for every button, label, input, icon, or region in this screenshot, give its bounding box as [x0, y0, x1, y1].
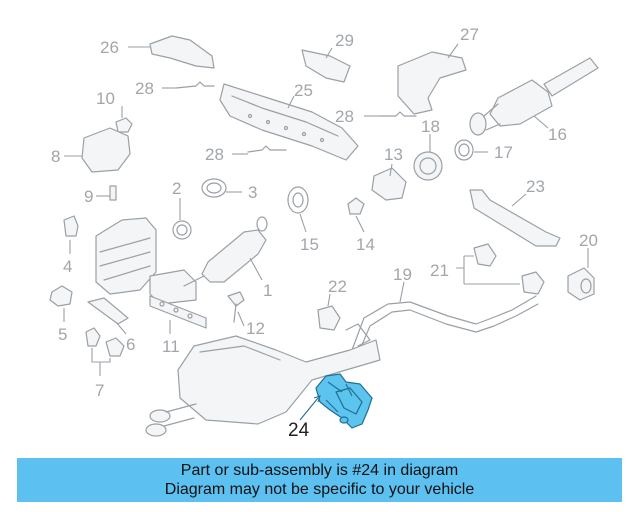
part-28-bracket-middle: 28	[335, 107, 417, 126]
label-18: 18	[421, 117, 440, 136]
part-28-bracket-top: 28	[135, 79, 215, 98]
label-8: 8	[51, 147, 60, 166]
label-17: 17	[494, 143, 513, 162]
label-22: 22	[328, 277, 347, 296]
part-8-sensor-housing: 8	[51, 127, 131, 173]
label-21: 21	[430, 261, 449, 280]
part-6-gasket: 6	[87, 297, 135, 354]
part-2-gasket: 2	[172, 179, 192, 240]
label-28-middle: 28	[335, 107, 354, 126]
label-6: 6	[126, 335, 135, 354]
label-13: 13	[384, 145, 403, 164]
part-4-mount: 4	[63, 215, 79, 276]
banner-line-1: Part or sub-assembly is #24 in diagram	[180, 462, 459, 479]
part-13-clamp: 13	[371, 145, 407, 201]
label-26: 26	[100, 38, 119, 57]
label-28-top: 28	[135, 79, 154, 98]
label-15: 15	[300, 235, 319, 254]
label-20: 20	[579, 231, 598, 250]
label-12: 12	[246, 319, 265, 338]
part-29-heat-shield: 29	[301, 31, 354, 83]
label-24: 24	[288, 420, 310, 441]
part-18-clamp: 18	[413, 117, 443, 181]
label-4: 4	[63, 257, 72, 276]
label-27: 27	[460, 25, 479, 44]
part-10-nut: 10	[96, 89, 133, 133]
label-11: 11	[162, 337, 180, 356]
part-21-mounts: 21	[430, 243, 545, 295]
part-14-nut: 14	[347, 197, 375, 254]
label-29: 29	[335, 31, 354, 50]
info-banner: Part or sub-assembly is #24 in diagram D…	[17, 458, 622, 502]
part-17-gasket: 17	[454, 139, 513, 162]
label-23: 23	[526, 177, 545, 196]
label-7: 7	[95, 381, 104, 400]
label-3: 3	[248, 183, 257, 202]
label-1: 1	[263, 281, 272, 300]
part-25-heat-shield: 25	[219, 81, 359, 161]
part-1-catalytic-converter: 1	[183, 216, 272, 300]
label-9: 9	[84, 187, 93, 206]
part-9-stud: 9	[84, 185, 117, 206]
part-19-exhaust-pipe-muffler: 19	[145, 265, 539, 437]
label-14: 14	[356, 235, 375, 254]
part-16-front-pipe-converter: 16	[469, 57, 599, 144]
label-5: 5	[58, 325, 67, 344]
label-16: 16	[548, 125, 567, 144]
exhaust-parts-diagram: 26 28 29 27 25 28 28	[49, 25, 599, 441]
label-19: 19	[393, 265, 412, 284]
label-2: 2	[172, 179, 181, 198]
part-26-heat-shield: 26	[100, 35, 215, 69]
label-28-lower: 28	[205, 145, 224, 164]
part-catalyst-manifold	[95, 217, 197, 305]
label-25: 25	[294, 81, 313, 100]
part-5-nut: 5	[49, 285, 73, 344]
part-11-flange: 11	[149, 295, 207, 356]
part-7-nuts: 7	[85, 327, 125, 400]
part-12-bolt: 12	[227, 291, 265, 338]
part-28-bracket-lower: 28	[205, 145, 287, 164]
part-22-hanger: 22	[317, 277, 347, 331]
part-15-gasket: 15	[287, 186, 319, 254]
part-23-bracket: 23	[469, 177, 561, 247]
part-24-bracket-highlighted[interactable]: 24	[288, 373, 373, 441]
banner-line-2: Diagram may not be specific to your vehi…	[164, 481, 475, 498]
part-27-heat-shield: 27	[397, 25, 479, 115]
label-10: 10	[96, 89, 115, 108]
part-3-gasket: 3	[201, 178, 257, 202]
part-20-hanger: 20	[567, 231, 598, 301]
